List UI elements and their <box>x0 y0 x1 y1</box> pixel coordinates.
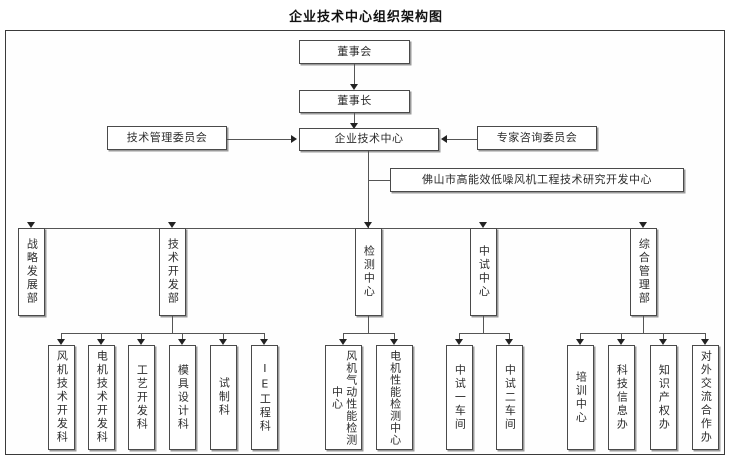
node-research-development-center[interactable]: 佛山市高能效低噪风机工程技术研究开发中心 <box>390 168 684 192</box>
unit-fan-tech-development[interactable]: 风机技术开发科 <box>48 345 75 450</box>
distribution-bar-tech-dev <box>61 333 264 334</box>
unit-motor-tech-development[interactable]: 电机技术开发科 <box>88 345 115 450</box>
arrow-pilot <box>479 222 487 228</box>
unit-fan-aerodynamic-test-center[interactable]: 风机气动性能检测中心 <box>325 345 362 450</box>
drop-ip-office <box>663 333 664 341</box>
connector-techcom-center <box>227 139 291 140</box>
drop-fan-aero-test <box>343 333 344 341</box>
node-tech-management-committee[interactable]: 技术管理委员会 <box>107 126 227 150</box>
trunk-pilot <box>483 316 484 333</box>
trunk-admin <box>643 316 644 333</box>
arrow-motor-tech-dev <box>97 339 105 345</box>
arrow-fan-aero-test <box>339 339 347 345</box>
arrow-expertcom-center <box>441 135 447 143</box>
distribution-bar-departments <box>31 228 643 229</box>
drop-motor-tech-dev <box>101 333 102 341</box>
drop-motor-perf-test <box>394 333 395 341</box>
connector-board-chairman <box>354 64 355 85</box>
node-enterprise-tech-center[interactable]: 企业技术中心 <box>299 128 439 151</box>
distribution-bar-pilot <box>459 333 509 334</box>
unit-intellectual-property-office[interactable]: 知识产权办 <box>650 345 677 450</box>
node-board[interactable]: 董事会 <box>299 40 410 64</box>
drop-training-center <box>580 333 581 341</box>
drop-fan-tech-dev <box>61 333 62 341</box>
connector-center-trunk <box>368 151 369 233</box>
arrow-motor-perf-test <box>390 339 398 345</box>
dept-technology-development[interactable]: 技术开发部 <box>159 228 186 316</box>
distribution-bar-admin <box>580 333 705 334</box>
arrow-external-coop <box>701 339 709 345</box>
trunk-tech-dev <box>172 316 173 333</box>
drop-ie-eng <box>264 333 265 341</box>
distribution-bar-testing <box>343 333 394 334</box>
arrow-tech-dev <box>168 222 176 228</box>
arrow-ip-office <box>659 339 667 345</box>
drop-process-dev <box>141 333 142 341</box>
drop-external-coop <box>705 333 706 341</box>
arrow-chairman-center <box>350 123 358 129</box>
unit-ie-engineering[interactable]: IE工程科 <box>251 345 278 450</box>
arrow-pilot-shop-1 <box>455 339 463 345</box>
arrow-board-chairman <box>350 84 358 90</box>
dept-pilot-center[interactable]: 中试中心 <box>470 228 497 316</box>
unit-training-center[interactable]: 培训中心 <box>567 345 594 450</box>
arrow-training-center <box>576 339 584 345</box>
dept-strategy-development[interactable]: 战略发展部 <box>18 228 45 316</box>
connector-chairman-center <box>354 113 355 125</box>
drop-mold-design <box>182 333 183 341</box>
unit-external-exchange-cooperation-office[interactable]: 对外交流合作办 <box>692 345 719 450</box>
dept-testing-center[interactable]: 检测中心 <box>355 228 382 316</box>
node-chairman[interactable]: 董事长 <box>299 90 410 113</box>
unit-sci-tech-information-office[interactable]: 科技信息办 <box>608 345 635 450</box>
arrow-admin <box>639 222 647 228</box>
drop-pilot-shop-2 <box>509 333 510 341</box>
unit-mold-design[interactable]: 模具设计科 <box>169 345 196 450</box>
drop-prototype <box>223 333 224 341</box>
arrow-strategy <box>27 222 35 228</box>
node-expert-advisory-committee[interactable]: 专家咨询委员会 <box>477 126 597 150</box>
drop-pilot-shop-1 <box>459 333 460 341</box>
arrow-prototype <box>219 339 227 345</box>
unit-prototype-section[interactable]: 试制科 <box>210 345 237 450</box>
arrow-testing <box>364 222 372 228</box>
arrow-techcom-center <box>291 135 297 143</box>
arrow-fan-tech-dev <box>57 339 65 345</box>
dept-general-administration[interactable]: 综合管理部 <box>630 228 657 316</box>
unit-pilot-workshop-2[interactable]: 中试二车间 <box>496 345 523 450</box>
unit-motor-performance-test-center[interactable]: 电机性能检测中心 <box>376 345 413 450</box>
arrow-process-dev <box>137 339 145 345</box>
arrow-ie-eng <box>260 339 268 345</box>
arrow-mold-design <box>178 339 186 345</box>
page-title: 企业技术中心组织架构图 <box>288 10 443 25</box>
connector-center-research <box>368 180 390 181</box>
arrow-sci-tech-info <box>617 339 625 345</box>
connector-expertcom-center <box>447 139 477 140</box>
unit-pilot-workshop-1[interactable]: 中试一车间 <box>446 345 473 450</box>
trunk-testing <box>368 316 369 333</box>
drop-sci-tech-info <box>621 333 622 341</box>
unit-process-development[interactable]: 工艺开发科 <box>128 345 155 450</box>
arrow-pilot-shop-2 <box>505 339 513 345</box>
